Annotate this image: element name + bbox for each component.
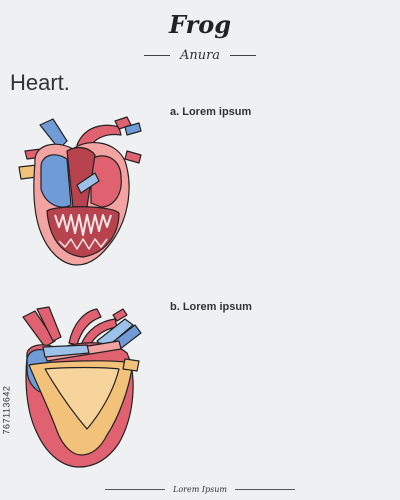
page-subtitle: Anura	[179, 47, 221, 63]
vessel-b-mid-1	[68, 308, 102, 346]
vessel-b-right-top	[112, 308, 128, 322]
ventricle-trabeculae	[54, 214, 112, 236]
right-atrium	[90, 155, 122, 208]
footer-rule-right	[234, 488, 295, 490]
footer-rule-left	[105, 488, 166, 490]
footer-row: Lorem Ipsum	[0, 482, 400, 496]
vessel-top-right-2	[124, 122, 142, 136]
subtitle-row: Anura	[0, 45, 400, 65]
heart-b-tan-inner	[44, 366, 120, 430]
heart-cross-section-illustration	[18, 116, 142, 266]
label-b: b. Lorem ipsum	[170, 301, 252, 313]
vessel-b-left-2	[36, 306, 62, 342]
heart-b-cross-vessel-2	[42, 344, 90, 358]
vessel-b-left-1	[22, 310, 56, 348]
spiral-valve	[76, 172, 100, 194]
vessel-right-side	[124, 150, 142, 164]
page-title: Frog	[168, 10, 232, 39]
vessel-top-left	[39, 118, 68, 150]
left-atrium	[40, 154, 72, 208]
ventricle-trabeculae-lower	[58, 238, 108, 250]
truncus-arteriosus	[66, 146, 96, 208]
label-a: a. Lorem ipsum	[170, 106, 252, 118]
subtitle-rule-left	[143, 54, 170, 56]
heart-external-illustration	[22, 306, 142, 468]
heart-b-right-tan	[122, 358, 140, 372]
footer-text: Lorem Ipsum	[173, 484, 227, 494]
stock-id: 767113642	[1, 385, 12, 435]
subtitle-rule-right	[230, 54, 257, 56]
section-title: Heart.	[10, 70, 70, 95]
